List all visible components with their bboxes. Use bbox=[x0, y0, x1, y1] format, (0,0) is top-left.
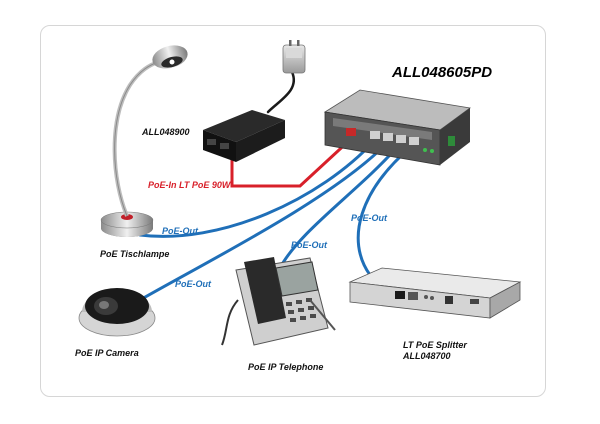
poe-injector-icon bbox=[203, 110, 285, 162]
poe-out-cable-telephone bbox=[278, 144, 400, 270]
poe-in-label: PoE-In LT PoE 90W bbox=[148, 180, 232, 190]
cable-label-splitter: PoE-Out bbox=[351, 213, 388, 223]
poe-in-cable bbox=[230, 136, 354, 188]
poe-switch-icon bbox=[323, 89, 472, 166]
camera-label: PoE IP Camera bbox=[75, 348, 139, 358]
poe-splitter-icon bbox=[348, 267, 522, 319]
telephone-label: PoE IP Telephone bbox=[248, 362, 323, 372]
poe-out-cable-splitter bbox=[356, 144, 414, 277]
ip-camera-icon bbox=[78, 288, 156, 337]
adapter-cord bbox=[266, 70, 296, 114]
cable-label-camera: PoE-Out bbox=[175, 279, 212, 289]
switch-title: ALL048605PD bbox=[391, 64, 492, 81]
desk-lamp-icon bbox=[100, 45, 188, 237]
poe-out-cable-lamp bbox=[138, 138, 377, 238]
cable-label-telephone: PoE-Out bbox=[291, 240, 328, 250]
cable-label-lamp: PoE-Out bbox=[162, 226, 199, 236]
cables bbox=[138, 70, 414, 302]
power-adapter-icon bbox=[282, 40, 306, 74]
ip-telephone-icon bbox=[221, 257, 336, 346]
splitter-label-line2: ALL048700 bbox=[402, 351, 451, 361]
lamp-label: PoE Tischlampe bbox=[100, 249, 169, 259]
splitter-label-line1: LT PoE Splitter bbox=[403, 340, 467, 350]
injector-label: ALL048900 bbox=[141, 127, 190, 137]
poe-out-cable-camera bbox=[138, 143, 387, 302]
